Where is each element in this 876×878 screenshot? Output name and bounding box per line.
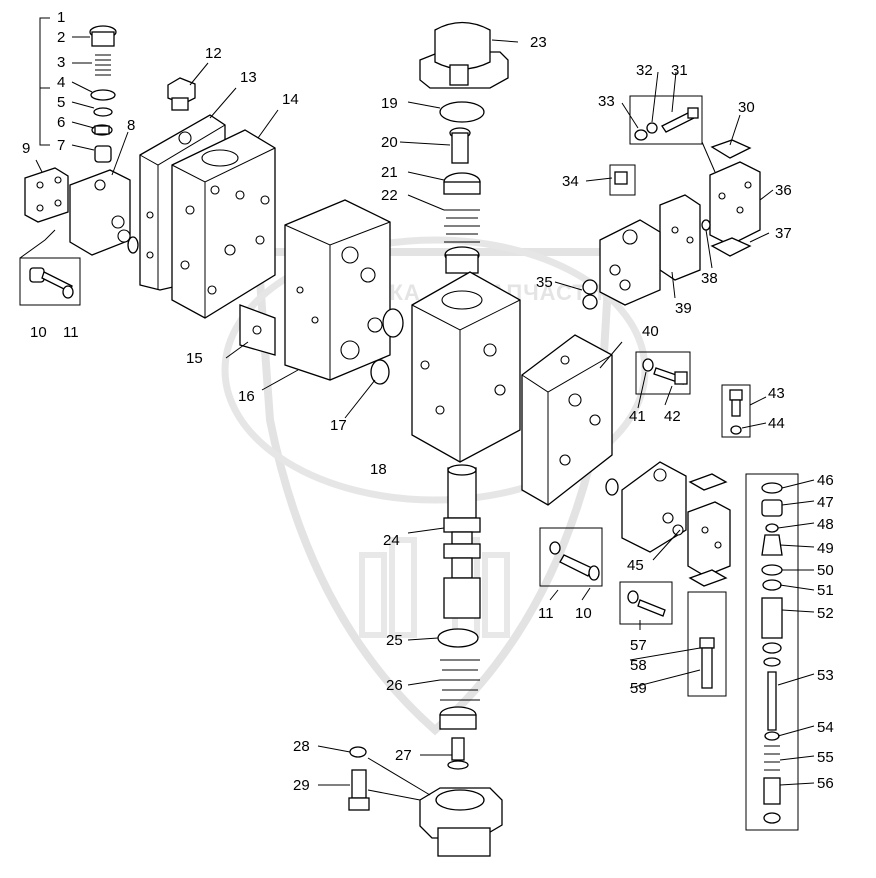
callout-33: 33 (598, 93, 615, 110)
block-45-group (539, 384, 751, 697)
callout-39: 39 (675, 300, 692, 317)
callout-40: 40 (642, 323, 659, 340)
left-valve-group (19, 17, 139, 306)
callout-51: 51 (817, 582, 834, 599)
callout-27: 27 (395, 747, 412, 764)
bottom-cover (348, 746, 503, 857)
block-16 (284, 199, 404, 385)
callout-7: 7 (57, 137, 65, 154)
callout-42: 42 (664, 408, 681, 425)
callout-2: 2 (57, 29, 65, 46)
callout-44: 44 (768, 415, 785, 432)
callout-19: 19 (381, 95, 398, 112)
callout-20: 20 (381, 134, 398, 151)
right-valve-group (599, 95, 761, 306)
callout-4: 4 (57, 74, 65, 91)
block-18 (411, 271, 598, 463)
callout-14: 14 (282, 91, 299, 108)
callout-46: 46 (817, 472, 834, 489)
callout-35: 35 (536, 274, 553, 291)
callout-8: 8 (127, 117, 135, 134)
bolt-box-42 (635, 351, 691, 395)
callout-32: 32 (636, 62, 653, 79)
callout-11-a: 11 (63, 324, 79, 341)
callout-30: 30 (738, 99, 755, 116)
callout-57: 57 (630, 637, 647, 654)
callout-15: 15 (186, 350, 203, 367)
callout-34: 34 (562, 173, 579, 190)
callout-28: 28 (293, 738, 310, 755)
callout-49: 49 (817, 540, 834, 557)
leader-lines (35, 36, 815, 801)
callout-12: 12 (205, 45, 222, 62)
callout-43: 43 (768, 385, 785, 402)
blocks-13-14 (139, 77, 276, 319)
callout-9: 9 (22, 140, 30, 157)
callout-1: 1 (57, 9, 65, 26)
callout-10-b: 10 (575, 605, 592, 622)
callout-10-a: 10 (30, 324, 47, 341)
callout-36: 36 (775, 182, 792, 199)
center-top-stack (419, 21, 509, 274)
callout-29: 29 (293, 777, 310, 794)
callout-24: 24 (383, 532, 400, 549)
callout-22: 22 (381, 187, 398, 204)
callout-52: 52 (817, 605, 834, 622)
callout-50: 50 (817, 562, 834, 579)
callout-41: 41 (629, 408, 646, 425)
callout-18: 18 (370, 461, 387, 478)
callout-58: 58 (630, 657, 647, 674)
callout-11-b: 11 (538, 605, 554, 622)
callout-55: 55 (817, 749, 834, 766)
callout-16: 16 (238, 388, 255, 405)
callout-3: 3 (57, 54, 65, 71)
block-40 (521, 334, 619, 506)
callout-26: 26 (386, 677, 403, 694)
callout-59: 59 (630, 680, 647, 697)
callout-23: 23 (530, 34, 547, 51)
callout-53: 53 (817, 667, 834, 684)
callout-21: 21 (381, 164, 398, 181)
callout-6: 6 (57, 114, 65, 131)
callout-56: 56 (817, 775, 834, 792)
callout-37: 37 (775, 225, 792, 242)
callout-45: 45 (627, 557, 644, 574)
callout-13: 13 (240, 69, 257, 86)
callout-17: 17 (330, 417, 347, 434)
callout-47: 47 (817, 494, 834, 511)
callout-25: 25 (386, 632, 403, 649)
callout-labels: 1 2 3 4 5 6 7 8 9 10 11 12 13 14 15 16 1… (22, 9, 834, 794)
callout-31: 31 (671, 62, 688, 79)
spool-assembly (437, 464, 481, 770)
callout-54: 54 (817, 719, 834, 736)
callout-5: 5 (57, 94, 65, 111)
right-column-parts (745, 473, 799, 831)
callout-38: 38 (701, 270, 718, 287)
callout-48: 48 (817, 516, 834, 533)
